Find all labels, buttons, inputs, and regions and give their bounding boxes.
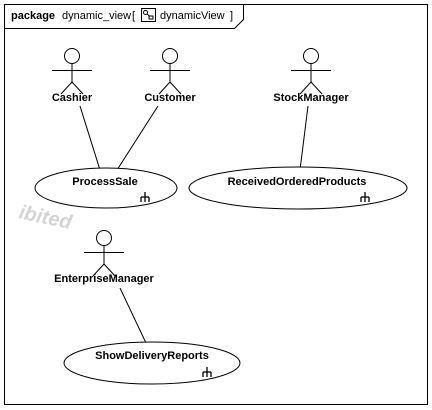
actor-stockmanager[interactable]: StockManager — [273, 48, 349, 105]
actor-label-customer: Customer — [144, 92, 196, 104]
actor-label-cashier: Cashier — [52, 92, 93, 104]
usecase-processsale[interactable]: ProcessSale — [34, 167, 178, 209]
usecase-receivedorderedproducts[interactable]: ReceivedOrderedProducts — [188, 166, 408, 210]
association-enterprisemanager-showdeliveryreports[interactable] — [119, 287, 147, 344]
frame-diagram-name: dynamicView — [160, 10, 225, 22]
diagram-icon — [141, 8, 156, 22]
association-customer-processsale[interactable] — [116, 105, 159, 171]
usecase-label-processsale: ProcessSale — [72, 176, 137, 188]
actor-cashier[interactable]: Cashier — [52, 48, 93, 105]
association-cashier-processsale[interactable] — [79, 105, 101, 171]
frame-name: dynamic_view — [62, 10, 131, 22]
actor-head-icon — [303, 48, 319, 64]
usecase-showdeliveryreports[interactable]: ShowDeliveryReports — [63, 341, 241, 385]
fork-icon — [140, 192, 150, 202]
actor-label-stockmanager: StockManager — [273, 92, 349, 104]
association-stockmanager-receivedorderedproducts[interactable] — [299, 105, 309, 171]
actor-enterprisemanager[interactable]: EnterpriseManager — [54, 230, 155, 286]
usecase-label-showdeliveryreports: ShowDeliveryReports — [95, 350, 209, 362]
actor-head-icon — [162, 48, 178, 64]
actor-customer[interactable]: Customer — [144, 48, 196, 105]
actor-label-enterprisemanager: EnterpriseManager — [54, 273, 154, 285]
frame-keyword: package — [11, 10, 55, 22]
actor-head-icon — [64, 48, 80, 64]
actor-head-icon — [96, 230, 112, 246]
frame-name-tab — [4, 4, 244, 29]
fork-icon — [202, 367, 212, 377]
fork-icon — [360, 192, 370, 202]
frame-bracket-close: ] — [230, 10, 233, 22]
frame-bracket-open: [ — [132, 10, 135, 22]
usecase-label-receivedorderedproducts: ReceivedOrderedProducts — [228, 176, 367, 188]
